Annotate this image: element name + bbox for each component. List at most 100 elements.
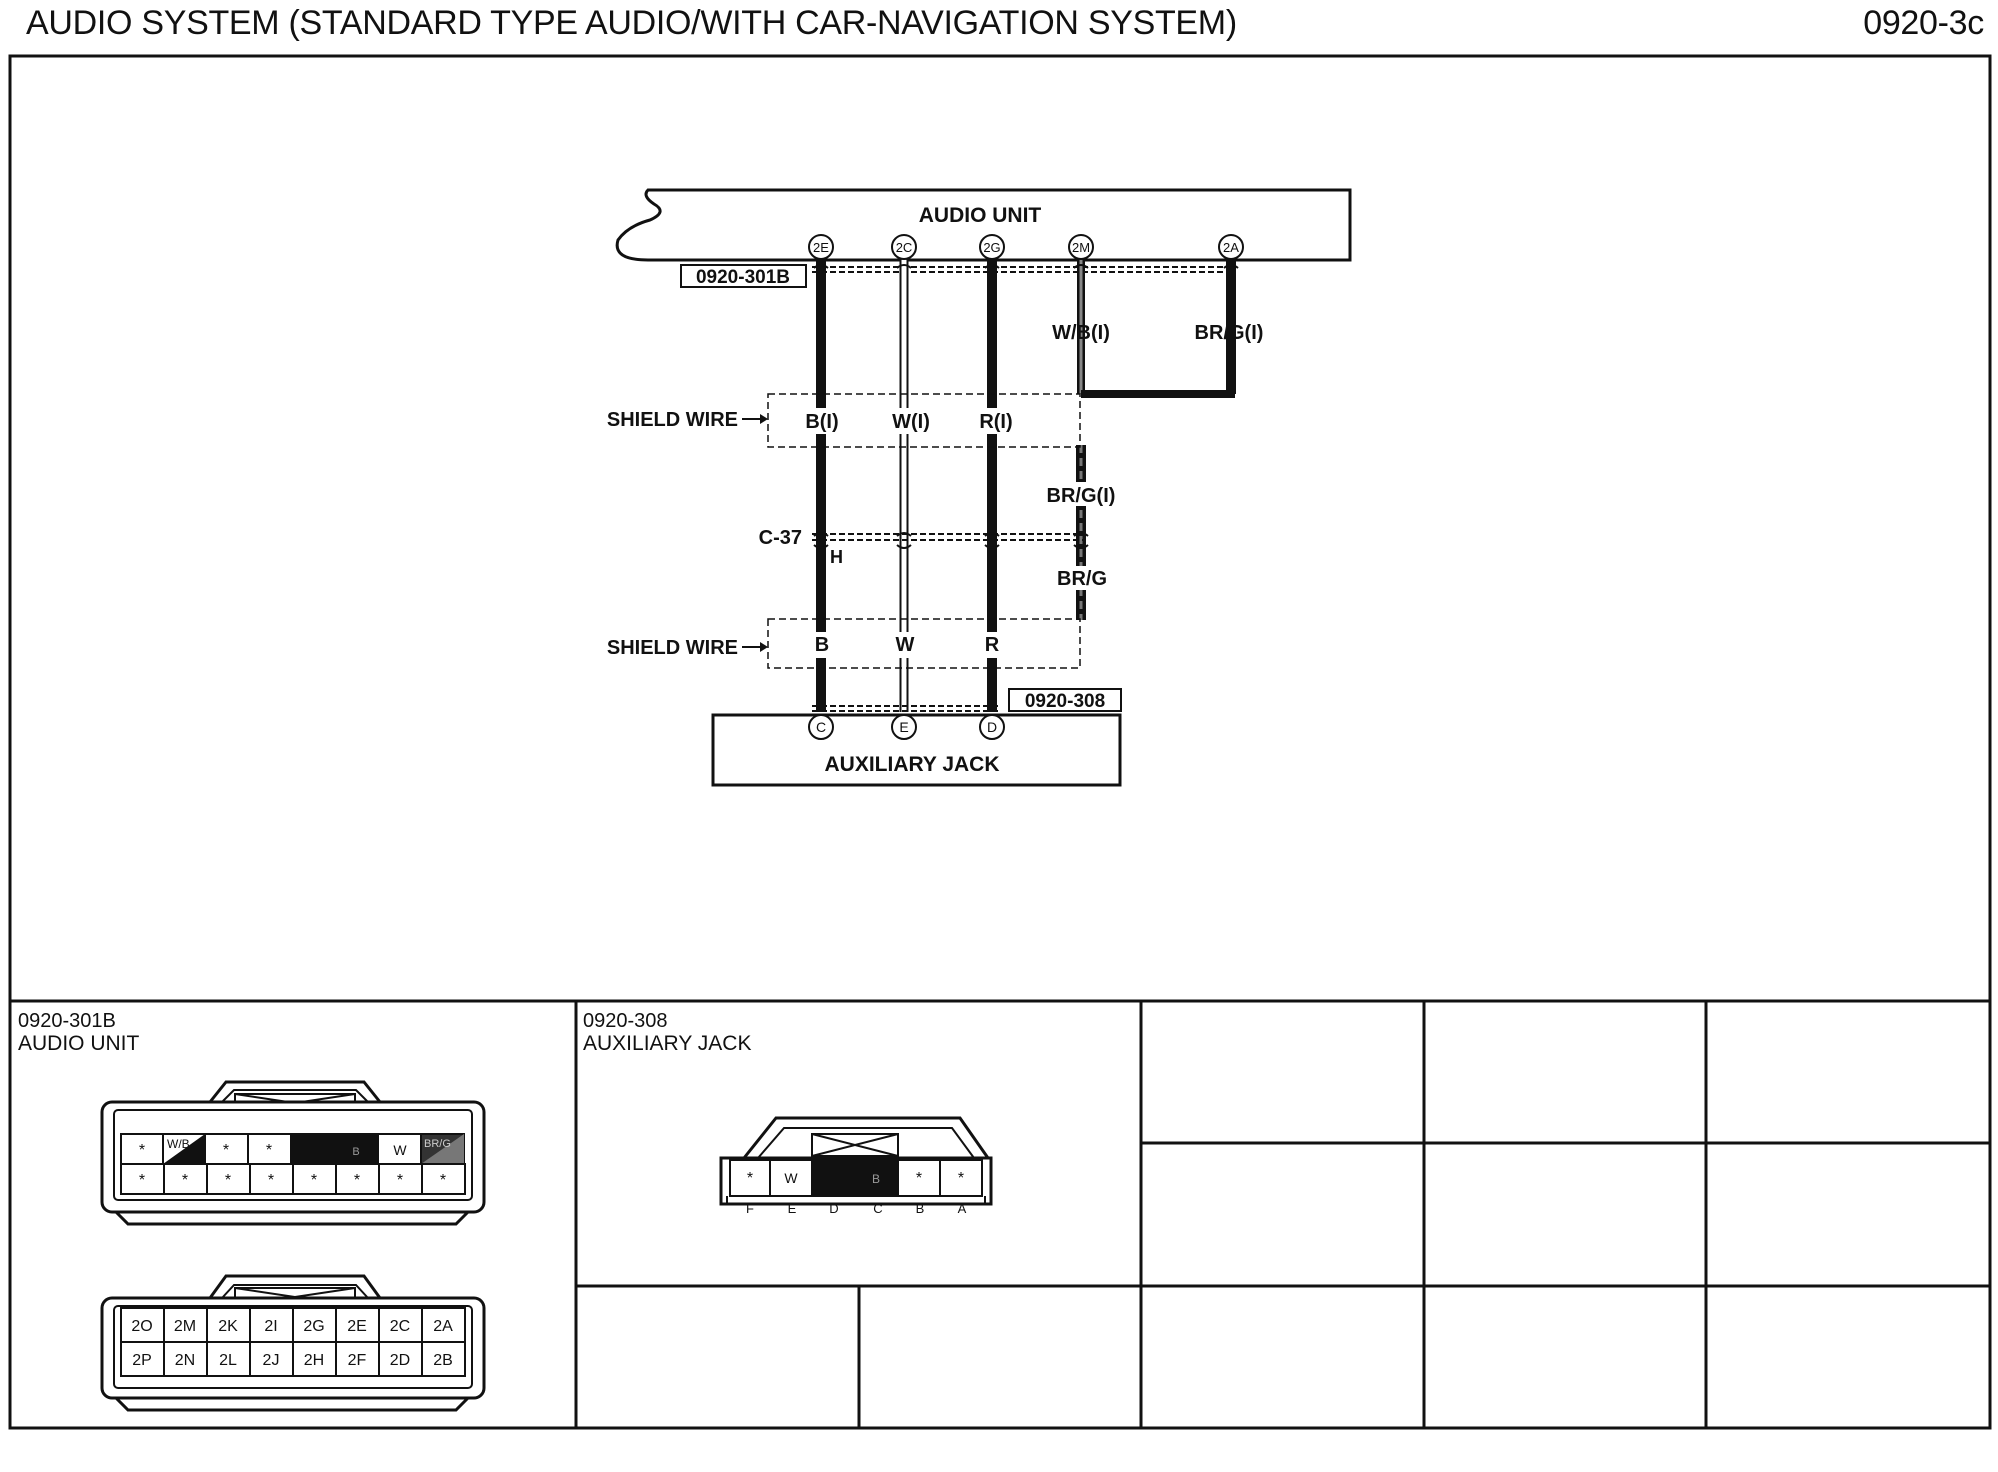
svg-text:B: B: [916, 1201, 925, 1216]
label-bg-r: [978, 632, 1006, 658]
svg-text:*: *: [311, 1172, 317, 1189]
audio-unit-box: AUDIO UNIT: [615, 188, 1352, 262]
label-bg-bi: [800, 408, 842, 434]
svg-text:2D: 2D: [390, 1352, 410, 1369]
shield-wire-label-lower: SHIELD WIRE: [607, 637, 768, 659]
svg-text:2C: 2C: [390, 1318, 410, 1335]
wire-label-bi: B(I): [805, 411, 838, 433]
svg-text:2B: 2B: [433, 1352, 453, 1369]
label-bg-brg-i-lower: [1040, 482, 1122, 506]
svg-text:0920-308: 0920-308: [1025, 691, 1105, 712]
svg-text:2A: 2A: [1223, 240, 1239, 255]
svg-text:B: B: [352, 1146, 359, 1158]
wire-label-brg-i-upper: BR/G(I): [1195, 322, 1264, 344]
audio-pin-2C: 2C: [891, 234, 917, 260]
svg-text:*: *: [182, 1172, 188, 1189]
jack-pin-c: C: [808, 714, 834, 740]
shield-box-lower: [767, 618, 1081, 669]
svg-text:2I: 2I: [264, 1318, 277, 1335]
svg-text:0920-301B: 0920-301B: [696, 267, 790, 288]
audio-unit-ref: 0920-301B: [680, 264, 807, 288]
svg-text:F: F: [746, 1201, 754, 1216]
conn-audio-name: AUDIO UNIT: [18, 1032, 140, 1055]
label-bg-brg: [1050, 566, 1116, 590]
svg-text:C: C: [816, 719, 826, 735]
c37-label: C-37: [759, 527, 802, 549]
wire-label-ri: R(I): [979, 411, 1012, 433]
svg-text:2E: 2E: [347, 1318, 367, 1335]
audio-pin-grid-top: 2O 2M 2K 2I 2G 2E 2C 2A: [120, 1307, 466, 1343]
svg-text:2N: 2N: [175, 1352, 195, 1369]
label-bg-wi: [884, 408, 934, 434]
aux-jack-pin-letters: F E D C B A: [746, 1201, 967, 1216]
svg-text:E: E: [788, 1201, 797, 1216]
label-bg-w: [890, 632, 920, 658]
conn-audio-ref: 0920-301B: [18, 1010, 116, 1032]
audio-connector-wire-view: * W/B * * B W BR/G * * * * * * * *: [100, 1080, 486, 1226]
wire-label-wb-i: W/B(I): [1052, 322, 1110, 344]
svg-text:2J: 2J: [263, 1352, 280, 1369]
svg-text:C: C: [873, 1201, 882, 1216]
audio-pin-2M: 2M: [1068, 234, 1094, 260]
conn-aux-ref: 0920-308: [583, 1010, 668, 1032]
audio-pin-grid-bottom: 2P 2N 2L 2J 2H 2F 2D 2B: [120, 1341, 466, 1377]
svg-text:SHIELD WIRE: SHIELD WIRE: [607, 637, 738, 659]
wire-label-w: W: [896, 634, 915, 656]
svg-text:2M: 2M: [174, 1318, 196, 1335]
audio-pin-2G: 2G: [979, 234, 1005, 260]
label-bg-ri: [972, 408, 1018, 434]
connector-grid: [574, 1001, 1990, 1428]
aux-jack-connector: * W B * *: [719, 1116, 993, 1206]
wire-label-brg: BR/G: [1057, 568, 1107, 590]
svg-text:W: W: [393, 1142, 407, 1158]
audio-pin-2E: 2E: [808, 234, 834, 260]
shield-box-upper: [767, 393, 1081, 448]
svg-text:*: *: [397, 1172, 403, 1189]
svg-text:*: *: [354, 1172, 360, 1189]
svg-text:W/B: W/B: [167, 1137, 190, 1151]
svg-text:2A: 2A: [433, 1318, 453, 1335]
wire-jumps-top: [813, 264, 1239, 269]
svg-text:*: *: [139, 1172, 145, 1189]
aux-jack-ref: 0920-308: [1008, 688, 1122, 712]
audio-unit-label: AUDIO UNIT: [919, 204, 1042, 227]
svg-text:*: *: [139, 1142, 145, 1159]
svg-text:W: W: [784, 1170, 798, 1186]
wire-label-brg-i-lower: BR/G(I): [1047, 485, 1116, 507]
svg-text:A: A: [958, 1201, 967, 1216]
svg-text:*: *: [225, 1172, 231, 1189]
outer-frame: [8, 54, 1992, 1430]
svg-text:*: *: [440, 1172, 446, 1189]
audio-pin-2A: 2A: [1218, 234, 1244, 260]
svg-text:2K: 2K: [218, 1318, 238, 1335]
svg-text:2E: 2E: [813, 240, 829, 255]
svg-text:BR/G: BR/G: [424, 1138, 451, 1150]
svg-text:SHIELD WIRE: SHIELD WIRE: [607, 409, 738, 431]
svg-text:2C: 2C: [896, 240, 913, 255]
conn-aux-name: AUXILIARY JACK: [583, 1032, 751, 1055]
page-code: 0920-3c: [1863, 4, 1984, 42]
wire-label-b: B: [815, 634, 829, 656]
wire-label-wi: W(I): [892, 411, 930, 433]
shield-wire-label-upper: SHIELD WIRE: [607, 409, 768, 431]
svg-text:D: D: [987, 719, 997, 735]
svg-text:*: *: [958, 1170, 964, 1187]
c37-pin-h: H: [830, 547, 843, 567]
svg-text:*: *: [747, 1170, 753, 1187]
wire-label-r: R: [985, 634, 1000, 656]
svg-text:2L: 2L: [219, 1352, 237, 1369]
svg-text:2H: 2H: [304, 1352, 324, 1369]
svg-text:2G: 2G: [303, 1318, 324, 1335]
svg-text:2O: 2O: [131, 1318, 152, 1335]
svg-text:D: D: [829, 1201, 838, 1216]
svg-text:2P: 2P: [132, 1352, 152, 1369]
aux-jack-label: AUXILIARY JACK: [824, 753, 999, 776]
svg-text:*: *: [916, 1170, 922, 1187]
svg-text:*: *: [266, 1142, 272, 1159]
label-bg-b: [808, 632, 836, 658]
jack-pin-e: E: [891, 714, 917, 740]
c37-connector: [812, 532, 1089, 549]
wire-brg-2A: [1076, 255, 1236, 620]
svg-text:*: *: [223, 1142, 229, 1159]
